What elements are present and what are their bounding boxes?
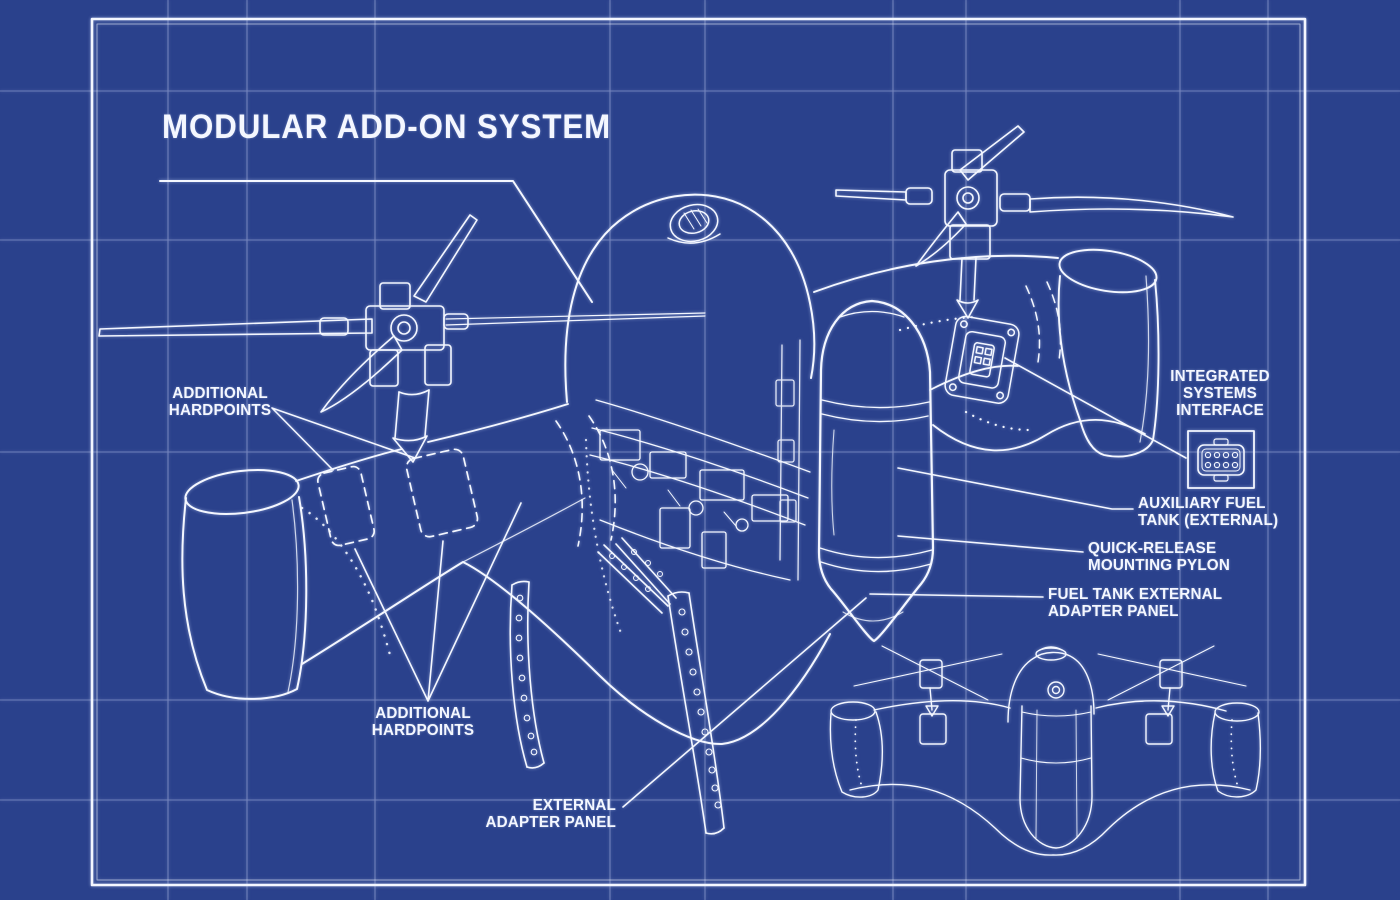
auxiliary-fuel-tank <box>817 299 935 643</box>
callout-leader-lines <box>271 357 1187 808</box>
right-rotor-blade-left <box>835 189 907 201</box>
callout-line: ADAPTER PANEL <box>1048 603 1179 620</box>
callout-line: TANK (EXTERNAL) <box>1138 512 1279 529</box>
leader-hardpoints-lower <box>354 502 522 702</box>
right-wing-and-pod <box>813 248 1160 458</box>
callout-fuel-tank-adapter: FUEL TANK EXTERNAL ADAPTER PANEL <box>1048 586 1222 620</box>
diagram-title: MODULAR ADD-ON SYSTEM <box>162 108 612 146</box>
left-wing <box>295 403 831 746</box>
leader-integrated-interface <box>1004 357 1187 459</box>
left-wingtip-pod <box>181 469 308 700</box>
mini-left-rotor <box>853 645 1003 717</box>
right-rotor-assembly <box>835 125 1234 319</box>
left-rotor-spinner <box>392 435 428 463</box>
callout-line: SYSTEMS <box>1183 385 1257 402</box>
callout-line: ADDITIONAL <box>375 705 471 722</box>
blueprint-border-frame <box>90 17 1307 887</box>
mini-right-rotor <box>1097 645 1247 717</box>
mini-right-pod <box>1210 702 1262 798</box>
interface-receptacle-device <box>944 315 1020 404</box>
rear-frame-rails <box>775 339 801 581</box>
callout-line: AUXILIARY FUEL <box>1138 495 1266 512</box>
leader-auxiliary-fuel <box>897 467 1134 510</box>
right-rotor-blade-right <box>1029 196 1234 218</box>
callout-line: HARDPOINTS <box>168 402 272 419</box>
callout-hardpoints-lower: ADDITIONAL HARDPOINTS <box>366 705 480 739</box>
leader-external-adapter <box>622 597 867 808</box>
callout-line: HARDPOINTS <box>371 722 475 739</box>
main-drone-figure <box>98 125 1234 835</box>
landing-legs <box>509 537 725 835</box>
left-rotor-assembly <box>98 214 706 463</box>
callout-line: ADAPTER PANEL <box>485 814 616 831</box>
left-rotor-blade-up <box>413 214 478 303</box>
leader-quick-release <box>897 535 1084 553</box>
connector-plug-icon <box>1187 430 1255 489</box>
left-rotor-blade-right <box>445 312 706 326</box>
mini-drone-front-view <box>829 645 1262 856</box>
camera-dome <box>667 203 721 244</box>
left-rotor-blade-down <box>320 335 403 413</box>
callout-line: FUEL TANK EXTERNAL <box>1048 586 1223 603</box>
mini-left-pod <box>829 701 883 798</box>
callout-auxiliary-fuel-tank: AUXILIARY FUEL TANK (EXTERNAL) <box>1138 495 1278 529</box>
callout-quick-release-pylon: QUICK-RELEASE MOUNTING PYLON <box>1088 540 1230 574</box>
right-rotor-spinner <box>956 299 979 319</box>
callout-integrated-systems-interface: INTEGRATED SYSTEMS INTERFACE <box>1163 368 1277 419</box>
left-rotor-blade-left <box>98 318 373 337</box>
leader-hardpoints-upper <box>271 407 416 471</box>
quick-release-mounting-pylon <box>929 364 1146 452</box>
callout-line: ADDITIONAL <box>172 385 268 402</box>
canopy-nose <box>564 193 816 403</box>
callout-hardpoints-upper: ADDITIONAL HARDPOINTS <box>163 385 277 419</box>
callout-line: QUICK-RELEASE <box>1088 540 1217 557</box>
right-rotor-blade-down <box>915 211 967 267</box>
engine-bay-detail <box>589 399 811 581</box>
callout-line: MOUNTING PYLON <box>1088 557 1230 574</box>
callout-external-adapter: EXTERNAL ADAPTER PANEL <box>464 797 616 831</box>
callout-line: INTEGRATED <box>1170 368 1270 385</box>
callout-line: EXTERNAL <box>532 797 616 814</box>
leader-fuel-tank-adapter <box>869 593 1044 598</box>
hardpoint-panels-dashed <box>316 448 479 547</box>
callout-line: INTERFACE <box>1176 402 1264 419</box>
title-leader-line <box>159 180 593 303</box>
right-rotor-blade-up <box>959 125 1025 181</box>
